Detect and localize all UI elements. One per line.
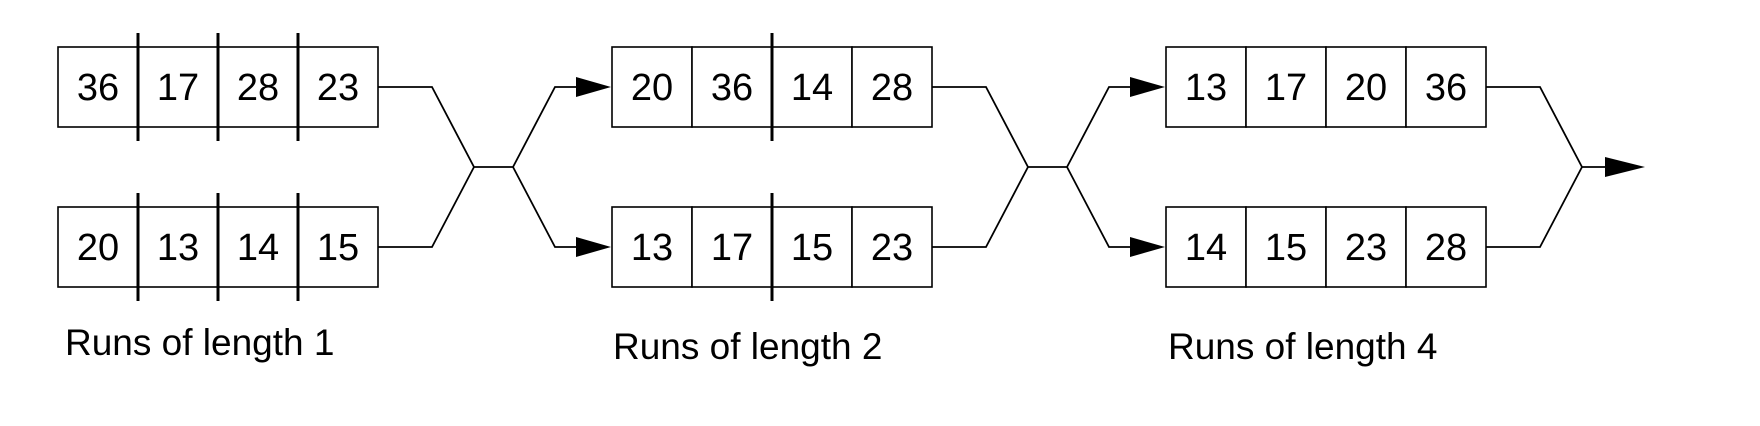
cell-value: 14 [791,67,833,109]
cell-value: 20 [631,67,673,109]
cell-value: 23 [317,67,359,109]
arrowhead-icon [1130,77,1165,97]
cell-value: 28 [1425,227,1467,269]
connector-line [1486,166,1583,248]
array-cell [57,206,139,288]
cell-value: 28 [871,67,913,109]
array-cell [137,46,219,128]
cell-value: 14 [1185,227,1227,269]
array-cell [1405,46,1487,128]
connector-line [378,166,578,248]
connector-line [932,166,1132,248]
connector-line [378,86,578,168]
array-cell [137,206,219,288]
arrowhead-icon [1130,237,1165,257]
array-cell [1245,206,1327,288]
stage-1: 36 17 28 23 20 13 14 15 Runs of length 1 [57,33,379,363]
array-top: 13 17 20 36 [1165,46,1487,128]
stage-2: 20 36 14 28 13 17 15 23 Runs of length 2 [611,33,933,367]
cell-value: 36 [77,67,119,109]
array-cell [1245,46,1327,128]
array-cell [851,46,933,128]
arrowhead-icon [576,237,611,257]
connector-line [1486,86,1607,168]
merge-connector-1 [378,77,611,257]
cell-value: 14 [237,227,279,269]
stage-label: Runs of length 2 [613,326,882,367]
arrowhead-icon [576,77,611,97]
output-arrowhead-icon [1605,157,1645,177]
array-cell [1165,46,1247,128]
cell-value: 36 [1425,67,1467,109]
stage-label: Runs of length 1 [65,322,334,363]
array-bottom: 14 15 23 28 [1165,206,1487,288]
cell-value: 28 [237,67,279,109]
array-cell [611,46,693,128]
stage-3: 13 17 20 36 14 15 23 28 Runs of length 4 [1165,46,1487,367]
cell-value: 15 [317,227,359,269]
cell-value: 23 [871,227,913,269]
array-cell [57,46,139,128]
stage-label: Runs of length 4 [1168,326,1437,367]
array-cell [691,46,773,128]
cell-value: 15 [1265,227,1307,269]
array-cell [217,46,299,128]
merge-connector-final [1486,86,1645,248]
cell-value: 15 [791,227,833,269]
array-cell [771,206,853,288]
array-cell [611,206,693,288]
array-bottom: 13 17 15 23 [611,193,933,301]
cell-value: 20 [77,227,119,269]
cell-value: 17 [711,227,753,269]
connector-line [932,86,1132,168]
cell-value: 36 [711,67,753,109]
cell-value: 13 [157,227,199,269]
cell-value: 13 [631,227,673,269]
array-cell [1325,46,1407,128]
array-cell [691,206,773,288]
cell-value: 20 [1345,67,1387,109]
cell-value: 17 [157,67,199,109]
array-cell [1325,206,1407,288]
array-bottom: 20 13 14 15 [57,193,379,301]
merge-connector-2 [932,77,1165,257]
array-top: 20 36 14 28 [611,33,933,141]
array-cell [771,46,853,128]
array-cell [1405,206,1487,288]
cell-value: 17 [1265,67,1307,109]
array-top: 36 17 28 23 [57,33,379,141]
cell-value: 13 [1185,67,1227,109]
cell-value: 23 [1345,227,1387,269]
array-cell [851,206,933,288]
